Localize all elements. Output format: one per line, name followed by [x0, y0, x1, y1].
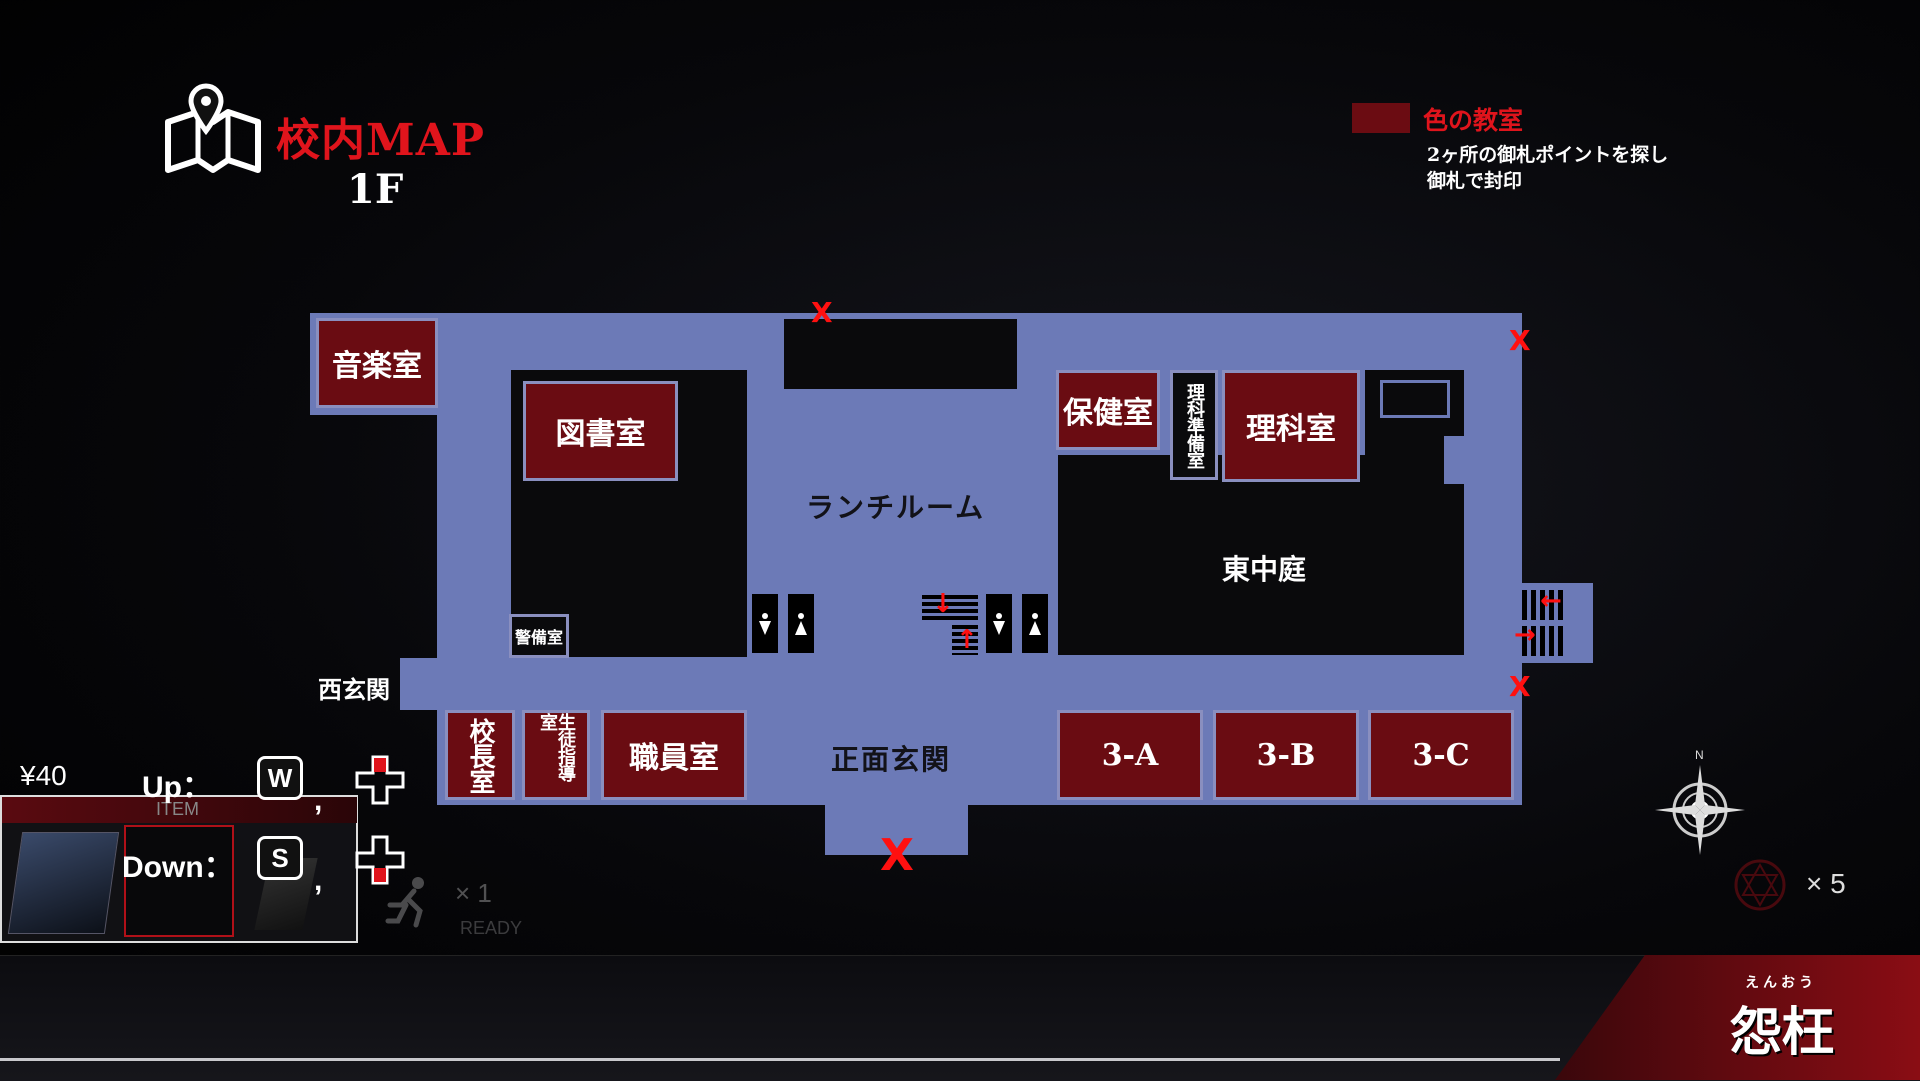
room-3a[interactable]: 3-A: [1057, 710, 1203, 800]
toilet-men-west: [750, 592, 780, 655]
stairs-east[interactable]: ← →: [1514, 586, 1566, 658]
legend-swatch: [1352, 103, 1410, 133]
stair-down-arrow-icon: ↓: [932, 589, 954, 619]
room-science[interactable]: 理科室: [1222, 370, 1360, 482]
female-toilet-icon: [795, 612, 807, 635]
stair-right-arrow-icon: →: [1514, 620, 1536, 650]
dpad-up-icon: [355, 755, 405, 805]
female-toilet-icon: [1029, 612, 1041, 635]
map-pin-icon: [165, 83, 261, 173]
compass-icon: N: [1655, 748, 1745, 855]
blocked-marker-icon: X: [1509, 670, 1531, 703]
room-infirmary[interactable]: 保健室: [1056, 370, 1160, 450]
dash-status: READY: [460, 918, 523, 938]
room-staff[interactable]: 職員室: [601, 710, 747, 800]
map-title: 校内MAP: [276, 115, 485, 166]
item-slot-selected[interactable]: [124, 825, 234, 937]
room-science-prep[interactable]: 理科準備室: [1170, 370, 1218, 480]
room-music[interactable]: 音楽室: [316, 318, 438, 408]
label-lunchroom: ランチルーム: [806, 491, 986, 524]
floor-label: 1F: [347, 166, 404, 213]
toilet-men-east: [984, 592, 1014, 655]
blocked-marker-icon: X: [1509, 324, 1531, 357]
bottom-bar-line: [0, 1058, 1560, 1061]
item-slot-phone[interactable]: [7, 832, 120, 934]
room-guidance[interactable]: 生徒指導室: [522, 710, 590, 800]
label-east-courtyard: 東中庭: [1222, 553, 1307, 586]
room-3b[interactable]: 3-B: [1213, 710, 1359, 800]
lunchroom-counter: [784, 319, 1017, 389]
legend-description: 2ヶ所の御札ポイントを探し 御札で封印: [1427, 142, 1747, 194]
logo-ruby: えんおう: [1745, 975, 1817, 991]
money-display: ¥40: [20, 760, 67, 791]
game-logo: 怨枉: [1730, 1002, 1835, 1063]
floor-area-entrance: [825, 800, 968, 855]
courtyard-notch: [1444, 436, 1466, 484]
label-front-entrance: 正面玄関: [831, 743, 952, 776]
up-comma: ,: [314, 784, 323, 817]
courtyard-window: [1380, 380, 1450, 418]
charm-seal-icon: [1734, 859, 1786, 911]
item-panel-label: ITEM: [156, 799, 199, 819]
charm-count: × 5: [1806, 868, 1846, 899]
room-library[interactable]: 図書室: [523, 381, 678, 481]
toilet-women-east: [1020, 592, 1050, 655]
w-key-icon: W: [257, 756, 303, 800]
dash-count: × 1: [455, 878, 492, 908]
down-label: Down：: [122, 851, 234, 884]
male-toilet-icon: [759, 612, 771, 635]
west-void: [310, 415, 438, 658]
item-panel-header: [2, 797, 357, 823]
legend-label: 色の教室: [1423, 106, 1524, 135]
room-3c[interactable]: 3-C: [1368, 710, 1514, 800]
courtyard-block: [1058, 455, 1464, 655]
toilet-women-west: [786, 592, 816, 655]
room-principal[interactable]: 校長室: [445, 710, 515, 800]
room-security[interactable]: 警備室: [509, 614, 569, 658]
legend-desc-line1: 2ヶ所の御札ポイントを探し: [1427, 144, 1669, 166]
down-comma: ,: [314, 864, 323, 897]
s-key-icon: S: [257, 836, 303, 880]
dpad-down-icon: [355, 835, 405, 885]
stairs-center[interactable]: ↓ ↑: [922, 589, 980, 655]
compass-north-label: N: [1695, 748, 1704, 762]
legend-desc-line2: 御札で封印: [1427, 170, 1523, 192]
stair-up-arrow-icon: ↑: [956, 625, 978, 655]
running-figure-icon: [385, 877, 424, 928]
stair-left-arrow-icon: ←: [1540, 586, 1562, 616]
label-west-entrance: 西玄関: [318, 675, 390, 704]
blocked-marker-icon: X: [811, 296, 833, 329]
floor-area-west-wing: [400, 658, 450, 710]
male-toilet-icon: [993, 612, 1005, 635]
up-label: Up：: [142, 771, 212, 804]
blocked-marker-icon: X: [880, 830, 914, 881]
